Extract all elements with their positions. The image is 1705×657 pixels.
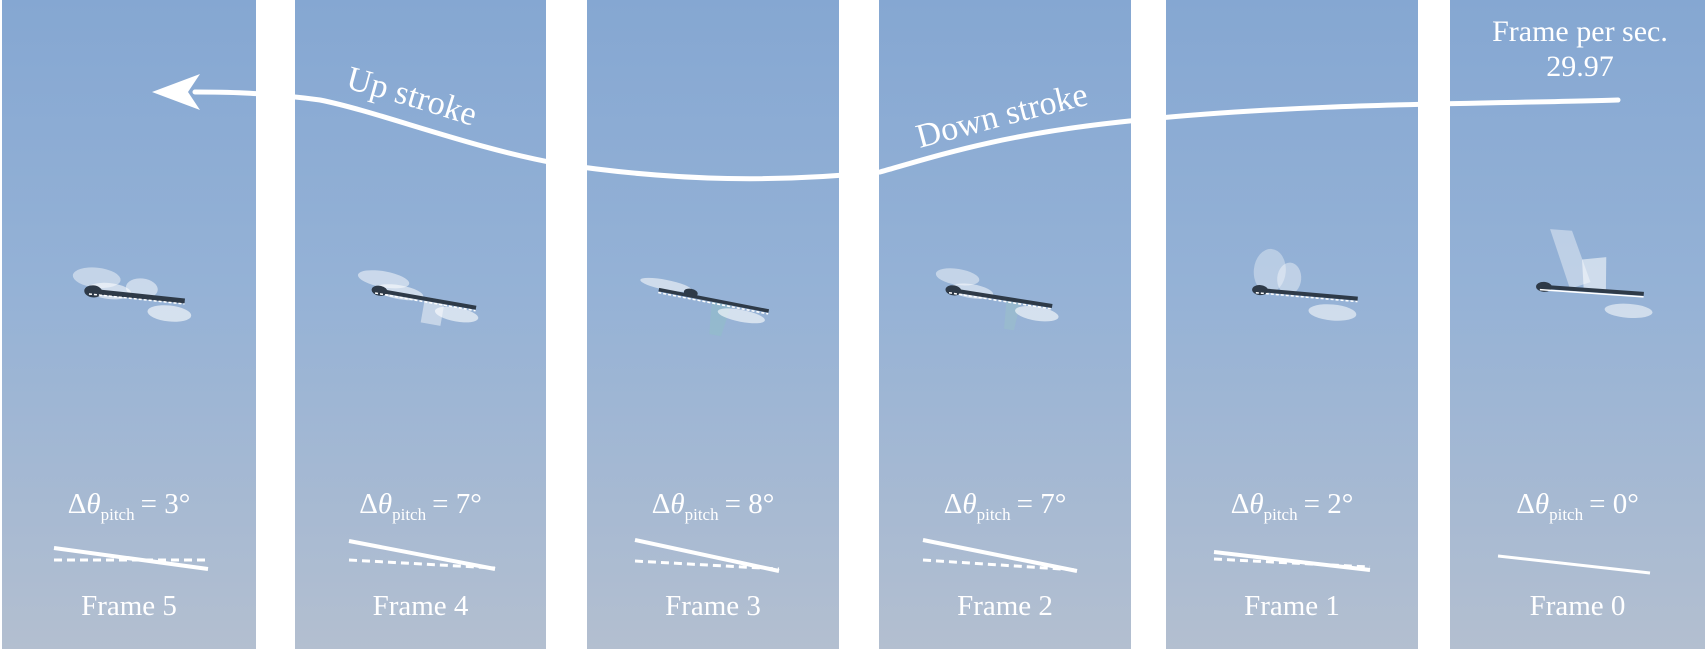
frame-rate-value: 29.97 (1546, 50, 1614, 83)
pitch-angle-label: Δθpitch= 3° (67, 488, 191, 524)
dragonfly-image (357, 270, 479, 326)
frame-rate-caption: Frame per sec. 29.97 (1455, 14, 1705, 84)
pitch-indicator (348, 539, 496, 571)
pitch-angle-label: Δθpitch= 0° (1516, 488, 1639, 524)
dragonfly-image (1536, 229, 1653, 319)
photo-panel-frame-4: Δθpitch= 7° Frame 4 (295, 0, 546, 649)
pitch-angle-label: Δθpitch= 7° (359, 488, 482, 524)
dragonfly-image (640, 277, 770, 337)
photo-panel-frame-3: Δθpitch= 8° Frame 3 (587, 0, 839, 649)
frame-label: Frame 2 (957, 590, 1053, 622)
dragonfly-image (1252, 248, 1358, 321)
dragonfly-image (935, 268, 1059, 331)
photo-panel-frame-2: Δθpitch= 7° Frame 2 (879, 0, 1131, 649)
pitch-indicator (634, 538, 780, 573)
pitch-angle-label: Δθpitch= 8° (651, 488, 775, 524)
frame-label: Frame 3 (665, 590, 761, 622)
photo-panel-frame-0: Δθpitch= 0° Frame 0 (1450, 0, 1705, 649)
pitch-indicator (53, 546, 209, 571)
frame-label: Frame 0 (1529, 590, 1626, 622)
pitch-indicator (1213, 550, 1371, 572)
pitch-indicator (1497, 554, 1651, 575)
dragonfly-image (72, 267, 192, 322)
pitch-indicator (922, 538, 1078, 573)
frame-label: Frame 5 (81, 590, 177, 622)
pitch-angle-label: Δθpitch= 2° (1230, 488, 1354, 524)
photo-panel-frame-5: Δθpitch= 3° Frame 5 (2, 0, 256, 649)
photo-panel-frame-1: Δθpitch= 2° Frame 1 (1166, 0, 1418, 649)
frame-label: Frame 1 (1244, 590, 1340, 622)
frame-label: Frame 4 (372, 590, 469, 622)
pitch-angle-label: Δθpitch= 7° (943, 488, 1067, 524)
frame-rate-label: Frame per sec. (1492, 15, 1668, 48)
